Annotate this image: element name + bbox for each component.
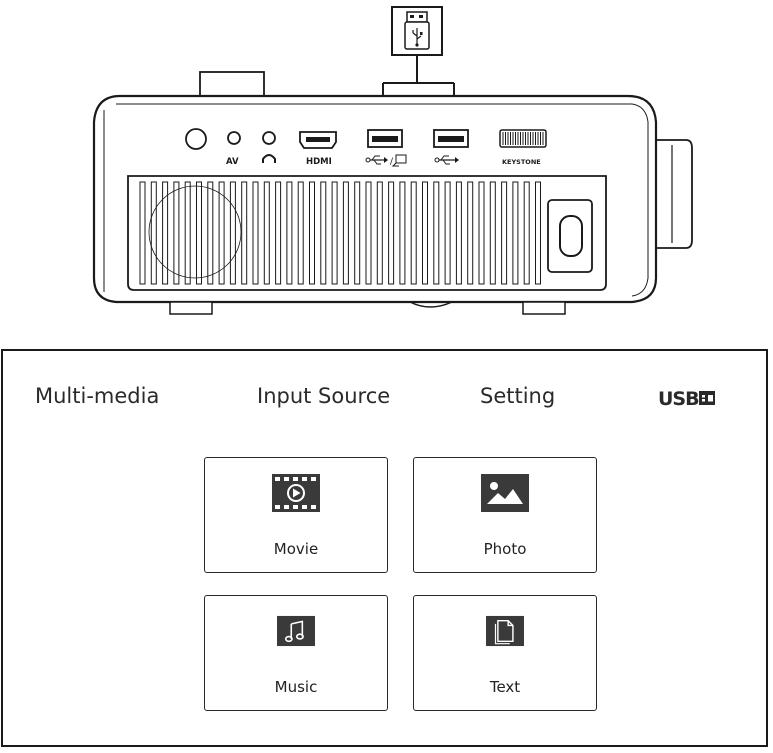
vent-slat xyxy=(173,181,180,285)
vent-slat xyxy=(309,181,315,285)
audio-port xyxy=(262,131,276,145)
vent-slat xyxy=(501,181,508,285)
projector-rear-diagram: AV HDMI / xyxy=(92,6,693,315)
vent-slat xyxy=(218,181,225,285)
vent-slat xyxy=(275,181,282,285)
vent-slat xyxy=(422,181,428,285)
vent-slat xyxy=(286,181,293,285)
image-icon xyxy=(481,474,529,512)
tile-movie[interactable]: Movie xyxy=(204,457,388,573)
tile-text[interactable]: Text xyxy=(413,595,597,711)
vent-slat xyxy=(535,181,541,285)
usb-stick-callout xyxy=(382,6,455,128)
usb-symbol-icon: / xyxy=(365,155,394,167)
document-icon xyxy=(486,615,524,647)
tile-label: Movie xyxy=(273,540,319,558)
usb-logo-text: USB xyxy=(658,388,699,409)
tile-label: Text xyxy=(489,678,521,696)
av-label: AV xyxy=(226,157,239,167)
vent-slat xyxy=(297,181,304,285)
hdmi-label: HDMI xyxy=(306,157,332,167)
vent-slat xyxy=(139,181,146,285)
vent-slat xyxy=(229,181,236,285)
av-port xyxy=(227,131,241,145)
vent-slat xyxy=(162,181,169,285)
menu-item-setting[interactable]: Setting xyxy=(480,384,556,408)
top-knob xyxy=(199,71,265,97)
usb-port-2 xyxy=(433,129,469,148)
menu-item-multi-media[interactable]: Multi-media xyxy=(35,384,160,408)
port-row: AV HDMI / xyxy=(185,128,547,167)
vent-slat xyxy=(433,181,440,285)
vent-slat xyxy=(444,181,451,285)
vent-slat xyxy=(252,181,259,285)
menu-item-input-source[interactable]: Input Source xyxy=(257,384,391,408)
tile-label: Photo xyxy=(483,540,527,558)
vent-slat xyxy=(523,181,530,285)
usb-stick-icon xyxy=(404,11,430,50)
usb-symbol-icon xyxy=(434,155,459,165)
svg-text:/: / xyxy=(390,157,394,167)
vent-slat xyxy=(410,181,417,285)
vent-slat xyxy=(342,181,349,285)
vent-slat xyxy=(184,181,191,285)
keystone-wheel xyxy=(499,129,547,148)
vent-slat xyxy=(241,181,248,285)
vent-slat xyxy=(365,181,372,285)
film-icon xyxy=(272,474,320,512)
vent-slat xyxy=(263,181,270,285)
vent-slat xyxy=(196,181,202,285)
tile-label: Music xyxy=(274,678,318,696)
screen-mirror-icon xyxy=(391,154,407,167)
power-button xyxy=(185,128,207,150)
vent-slat xyxy=(388,181,395,285)
vent-slat xyxy=(376,181,383,285)
vent-slat xyxy=(207,181,214,285)
vent-slat xyxy=(320,181,327,285)
vent-slat xyxy=(512,181,519,285)
headphone-icon xyxy=(262,154,276,163)
vent-slat xyxy=(467,181,474,285)
vent-slat xyxy=(478,181,485,285)
vent-slat xyxy=(455,181,462,285)
vent-slat xyxy=(150,181,157,285)
vent-slat xyxy=(331,181,338,285)
vent-slat xyxy=(489,181,496,285)
vent-slat xyxy=(399,181,406,285)
tile-music[interactable]: Music xyxy=(204,595,388,711)
keystone-label: KEYSTONE xyxy=(502,158,541,166)
usb-port-1 xyxy=(367,129,403,148)
vent-slat xyxy=(354,181,361,285)
tile-photo[interactable]: Photo xyxy=(413,457,597,573)
vent-grill xyxy=(127,175,607,291)
music-note-icon xyxy=(277,615,315,647)
usb-logo: USB xyxy=(658,388,715,409)
media-menu-screen: Multi-media Input Source Setting USB Mov… xyxy=(1,349,768,747)
